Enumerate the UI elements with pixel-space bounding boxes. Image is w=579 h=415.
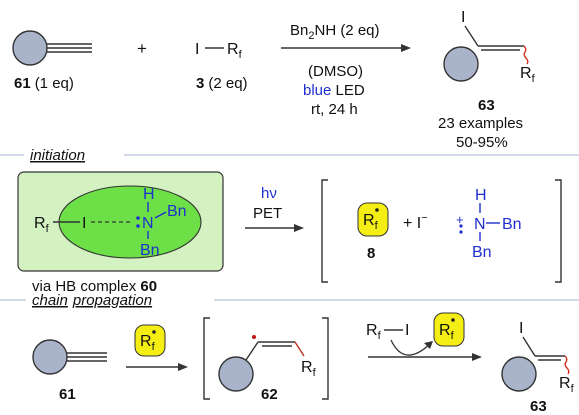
radical-rf: Rf [140,333,156,353]
product-vinyl-iodide-63: I Rf [443,9,536,85]
product-label: 63 [478,97,495,114]
product-iodine: I [519,320,523,337]
radical-highlight [433,312,465,347]
bond [294,341,305,357]
propagation-section: 61 Rf Rf 62 Rf I Rf I Rf [32,312,575,415]
bracket-right [555,179,562,283]
radical-label: 8 [367,245,375,262]
rf-group: Rf [227,41,243,61]
lone-pair-dot [136,224,140,228]
arrow-head [294,224,304,232]
radical-highlight [134,324,166,357]
condition-amine: Bn2NH (2 eq) [290,22,380,42]
cation-n-atom: N [474,216,486,233]
arrow-head [178,363,188,371]
bond [154,211,167,219]
wavy-bond [564,355,570,375]
curved-arrow [390,339,431,356]
arrow-pet: PET [253,205,282,222]
vinyl-rf: Rf [301,359,317,379]
lone-pair-dot [136,216,140,220]
complex-bn-2: Bn [140,242,160,259]
aryl-ring [218,356,254,392]
reagent-rf: Rf [366,322,382,342]
reactant-alkyne-61 [12,30,92,66]
arrow-head [424,341,433,349]
aryl-ring [501,356,537,392]
wavy-bond [523,45,529,65]
initiation-title: initiation [30,147,85,164]
radical-dot [252,335,256,339]
radical-dot [152,330,156,334]
cation-h-atom: H [475,187,487,204]
vinyl-label: 62 [261,386,278,403]
complex-bn-1: Bn [167,203,187,220]
condition-solvent: (DMSO) [308,63,363,80]
alkyne-label: 61 [59,386,76,403]
product-rf: Rf [559,375,575,395]
iodine-atom: I [195,41,199,58]
main-reaction: 61(1 eq) + I Rf 3(2 eq) Bn2NH (2 eq) (DM… [12,9,536,151]
reagent-iodine: I [405,322,409,339]
radical-highlight [357,202,389,237]
bond [522,336,536,357]
bond [245,341,259,361]
initiation-section: Rf I H N Bn Bn via HB complex 60 hν PET … [17,171,562,295]
plus-sign: + [137,39,147,58]
radical-dot [451,318,455,322]
radical-dot [459,224,463,228]
complex-h-atom: H [143,186,155,203]
bracket-left [203,317,210,400]
aryl-ring [32,339,68,375]
aryl-ring [443,46,479,82]
iodide-anion: + I− [403,212,428,232]
iodine-atom: I [461,9,465,26]
reagent-label: 3(2 eq) [196,75,248,92]
complex-rf-group: Rf [34,215,50,235]
arrow-head [472,353,482,361]
regen-radical-rf: Rf [439,322,455,342]
condition-time: rt, 24 h [311,101,358,118]
product-examples: 23 examples [438,115,523,132]
aryl-ring [12,30,48,66]
product-label: 63 [530,398,547,415]
complex-caption: via HB complex 60 [32,278,157,295]
rf-group: Rf [520,65,536,85]
condition-light: blue LED [303,82,365,99]
bond [464,25,479,47]
reactant-label: 61(1 eq) [14,75,74,92]
bracket-left [321,179,328,283]
cation-bn-1: Bn [502,216,522,233]
cation-charge: + [456,212,464,227]
arrow-head [401,44,411,52]
radical-dot [375,208,379,212]
product-yield: 50-95% [456,134,508,151]
complex-n-atom: N [142,215,154,232]
arrow-hv: hν [261,185,277,202]
complex-iodine: I [82,215,86,232]
reagent-iodide-3: I Rf [195,41,243,61]
cation-bn-2: Bn [472,244,492,261]
radical-rf: Rf [363,212,379,232]
bracket-right [322,317,329,400]
radical-dot [459,230,463,234]
